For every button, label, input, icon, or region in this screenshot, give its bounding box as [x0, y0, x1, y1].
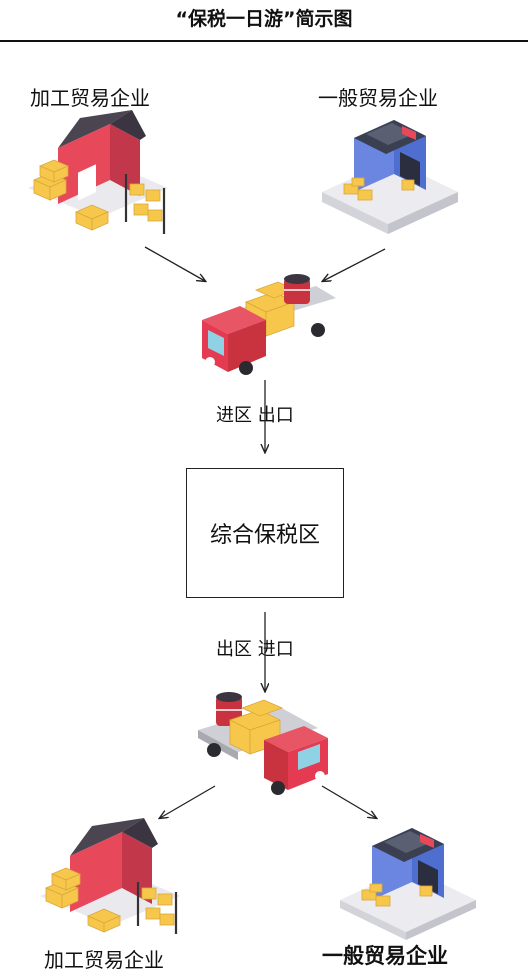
flow-label-out: 出区 进口: [216, 639, 294, 660]
flow-label-in: 进区 出口: [216, 405, 294, 426]
title-divider: [0, 40, 528, 42]
warehouse-icon: [322, 120, 458, 234]
top-right-label: 一般贸易企业: [318, 86, 438, 110]
arrow-truck-to-warehouse: [321, 785, 376, 818]
arrow-truck-to-factory: [160, 785, 216, 818]
top-left-label: 加工贸易企业: [30, 86, 150, 110]
bottom-right-label: 一般贸易企业: [322, 944, 448, 968]
warehouse-icon-bottom: [340, 828, 476, 940]
factory-icon: [28, 110, 168, 234]
bonded-zone-label: 综合保税区: [209, 523, 320, 548]
truck-icon-top: [202, 274, 336, 375]
bonded-zone-box: 综合保税区: [186, 468, 344, 598]
arrow-warehouse-to-truck: [323, 248, 386, 281]
page-title: “保税一日游”简示图: [175, 8, 353, 30]
flow-arrows: [144, 246, 386, 818]
bottom-left-label: 加工贸易企业: [44, 948, 164, 972]
truck-icon-bottom: [198, 692, 328, 795]
factory-icon-bottom: [40, 818, 180, 934]
arrow-factory-to-truck: [144, 246, 205, 281]
